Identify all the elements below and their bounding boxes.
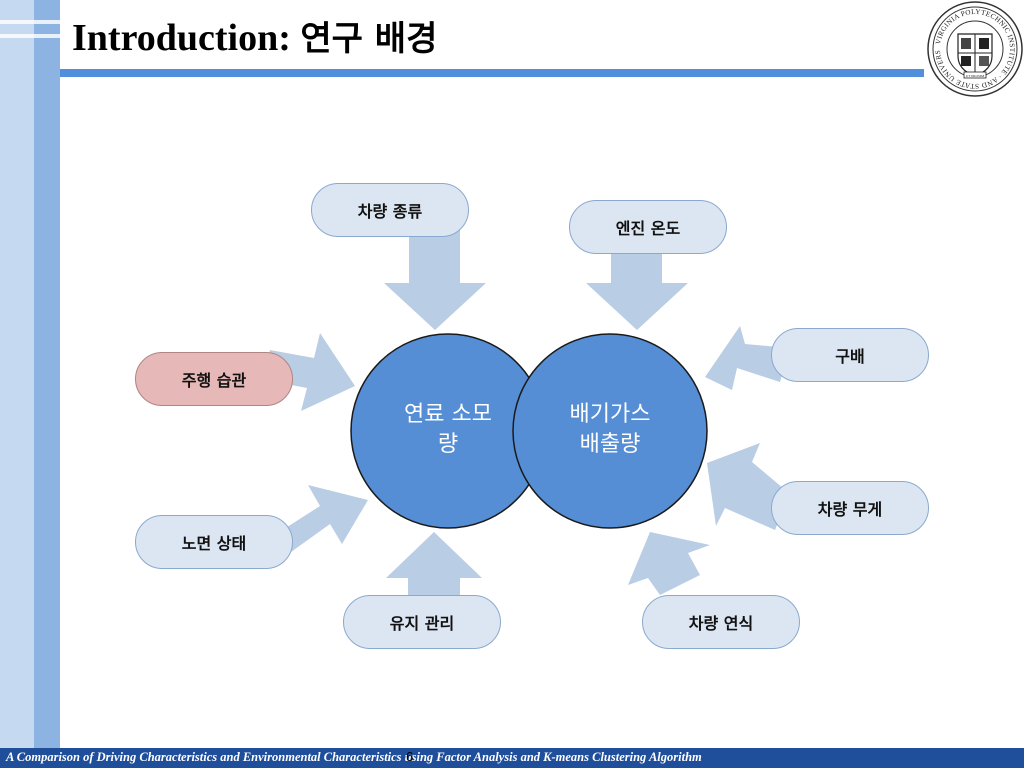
fuel-consumption-line1: 연료 소모 [404,402,492,427]
factor-road-condition: 노면 상태 [135,515,293,569]
stripe-line [0,20,60,24]
title-underline [60,69,924,77]
factor-vehicle-weight: 차량 무게 [771,481,929,535]
arrow-maintenance [386,532,482,600]
factor-slope: 구배 [771,328,929,382]
title-english: Introduction: [72,17,291,59]
stripe-line [0,34,60,38]
arrow-road-condition [270,485,368,557]
fuel-consumption-label: 연료 소모 량 [373,400,523,460]
arrow-engine-temp [586,246,688,330]
seal-motto: UT PROSIM [966,74,985,78]
factor-engine-temp: 엔진 온도 [569,200,727,254]
arrow-slope [705,326,790,390]
arrow-vehicle-year [628,532,710,595]
page-number: 6 [406,749,414,764]
arrow-vehicle-type [384,228,486,330]
left-stripe-dark [34,0,60,768]
factor-maintenance: 유지 관리 [343,595,501,649]
factor-vehicle-year: 차량 연식 [642,595,800,649]
arrow-vehicle-weight [707,443,790,530]
footer-bar [0,748,1024,768]
university-seal-logo: VIRGINIA POLYTECHNIC INSTITUTE · AND STA… [926,0,1023,97]
left-stripe-light [0,0,34,768]
emission-line2: 배출량 [579,432,641,457]
fuel-consumption-line2: 량 [437,432,459,457]
emission-label: 배기가스 배출량 [535,400,685,460]
emission-line1: 배기가스 [569,402,651,427]
factor-vehicle-type: 차량 종류 [311,183,469,237]
title-korean: 연구 배경 [300,19,438,59]
arrow-driving-habit [264,333,355,411]
slide-title: Introduction: 연구 배경 [72,10,437,67]
emission-circle [512,333,708,529]
arrows [264,228,790,600]
factor-driving-habit: 주행 습관 [135,352,293,406]
footer-title: A Comparison of Driving Characteristics … [6,750,702,764]
